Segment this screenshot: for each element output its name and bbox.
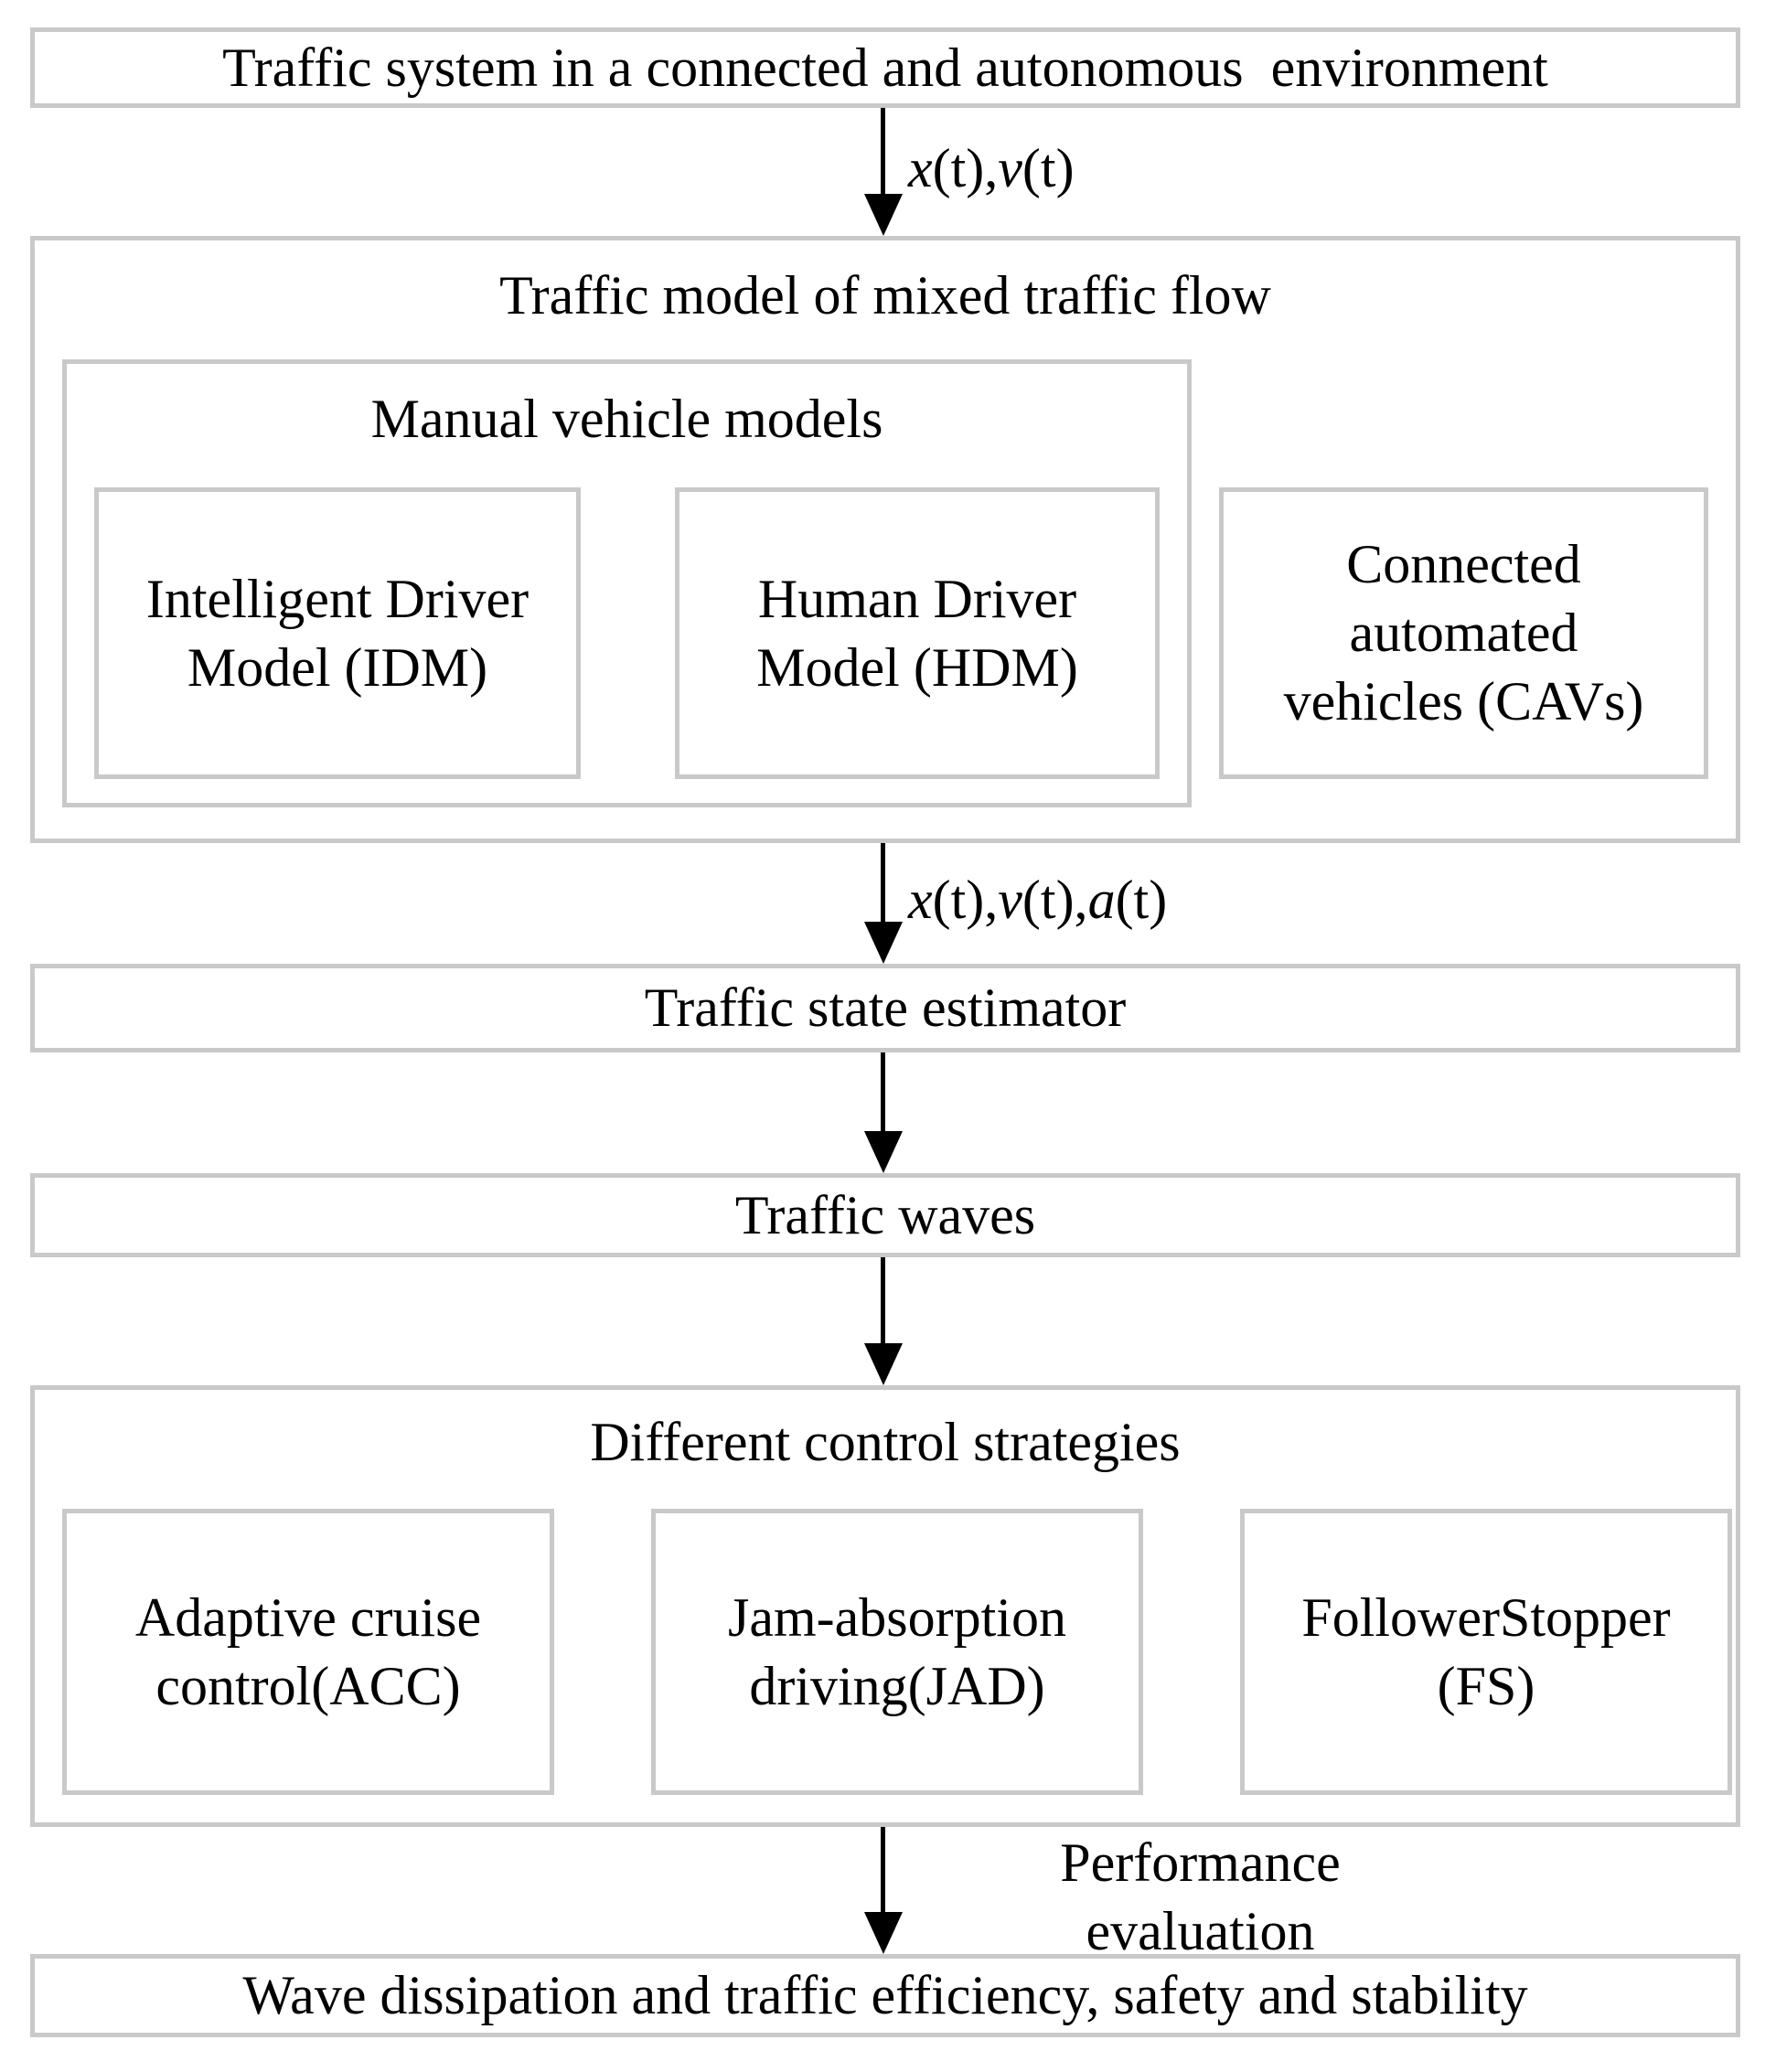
- arrow-down-head-icon: [864, 1131, 903, 1173]
- performance-evaluation-line1: Performance: [1060, 1832, 1341, 1893]
- node-traffic-system-label: Traffic system in a connected and autono…: [222, 37, 1548, 98]
- performance-evaluation-line2: evaluation: [1086, 1901, 1315, 1961]
- node-acc: Adaptive cruise control(ACC): [62, 1509, 554, 1795]
- arrow-label-xt-vt: x(t),v(t): [908, 138, 1075, 198]
- node-control-strategies: Different control strategies Adaptive cr…: [30, 1385, 1740, 1827]
- node-jad: Jam-absorption driving(JAD): [651, 1509, 1143, 1795]
- node-jad-line2: driving(JAD): [749, 1655, 1045, 1716]
- node-hdm-line1: Human Driver: [757, 568, 1077, 629]
- node-fs-line2: (FS): [1437, 1655, 1535, 1716]
- node-manual-vehicle-models-title: Manual vehicle models: [370, 389, 883, 449]
- node-fs: FollowerStopper (FS): [1240, 1509, 1732, 1795]
- arrow-down-head-icon: [864, 1343, 903, 1385]
- node-manual-vehicle-models: Manual vehicle models Intelligent Driver…: [62, 359, 1192, 807]
- node-traffic-waves: Traffic waves: [30, 1173, 1740, 1257]
- node-traffic-waves-label: Traffic waves: [734, 1184, 1036, 1245]
- node-idm-line2: Model (IDM): [187, 636, 488, 698]
- arrow-label-performance-evaluation: Performance evaluation: [1043, 1829, 1358, 1966]
- node-jad-line1: Jam-absorption: [728, 1586, 1066, 1648]
- arrow-down-line: [881, 1052, 885, 1133]
- node-hdm-line2: Model (HDM): [756, 636, 1078, 698]
- node-outcome-label: Wave dissipation and traffic efficiency,…: [242, 1965, 1528, 2025]
- arrow-down-head-icon: [864, 1912, 903, 1954]
- node-cav-line3: vehicles (CAVs): [1283, 671, 1644, 732]
- node-idm-line1: Intelligent Driver: [145, 568, 530, 629]
- node-acc-line2: control(ACC): [155, 1655, 461, 1716]
- arrow-down-head-icon: [864, 922, 903, 964]
- node-outcome: Wave dissipation and traffic efficiency,…: [30, 1954, 1740, 2037]
- node-hdm: Human Driver Model (HDM): [675, 487, 1160, 779]
- node-fs-line1: FollowerStopper: [1301, 1586, 1671, 1648]
- node-traffic-system: Traffic system in a connected and autono…: [30, 27, 1740, 108]
- node-acc-line1: Adaptive cruise: [134, 1586, 482, 1648]
- node-cav-line1: Connected: [1346, 534, 1581, 594]
- node-traffic-state-estimator-label: Traffic state estimator: [644, 977, 1127, 1038]
- node-traffic-model: Traffic model of mixed traffic flow Manu…: [30, 236, 1740, 843]
- arrow-down-head-icon: [864, 194, 903, 236]
- arrow-down-line: [881, 1257, 885, 1345]
- arrow-down-line: [881, 843, 885, 924]
- node-traffic-model-title: Traffic model of mixed traffic flow: [499, 265, 1271, 326]
- arrow-down-line: [881, 1827, 885, 1914]
- node-cav-line2: automated: [1349, 603, 1578, 663]
- node-cav: Connected automated vehicles (CAVs): [1219, 487, 1708, 779]
- node-traffic-state-estimator: Traffic state estimator: [30, 964, 1740, 1052]
- arrow-down-line: [881, 108, 885, 196]
- node-idm: Intelligent Driver Model (IDM): [94, 487, 581, 779]
- node-control-strategies-title: Different control strategies: [590, 1412, 1181, 1472]
- arrow-label-xt-vt-at: x(t),v(t),a(t): [908, 870, 1168, 930]
